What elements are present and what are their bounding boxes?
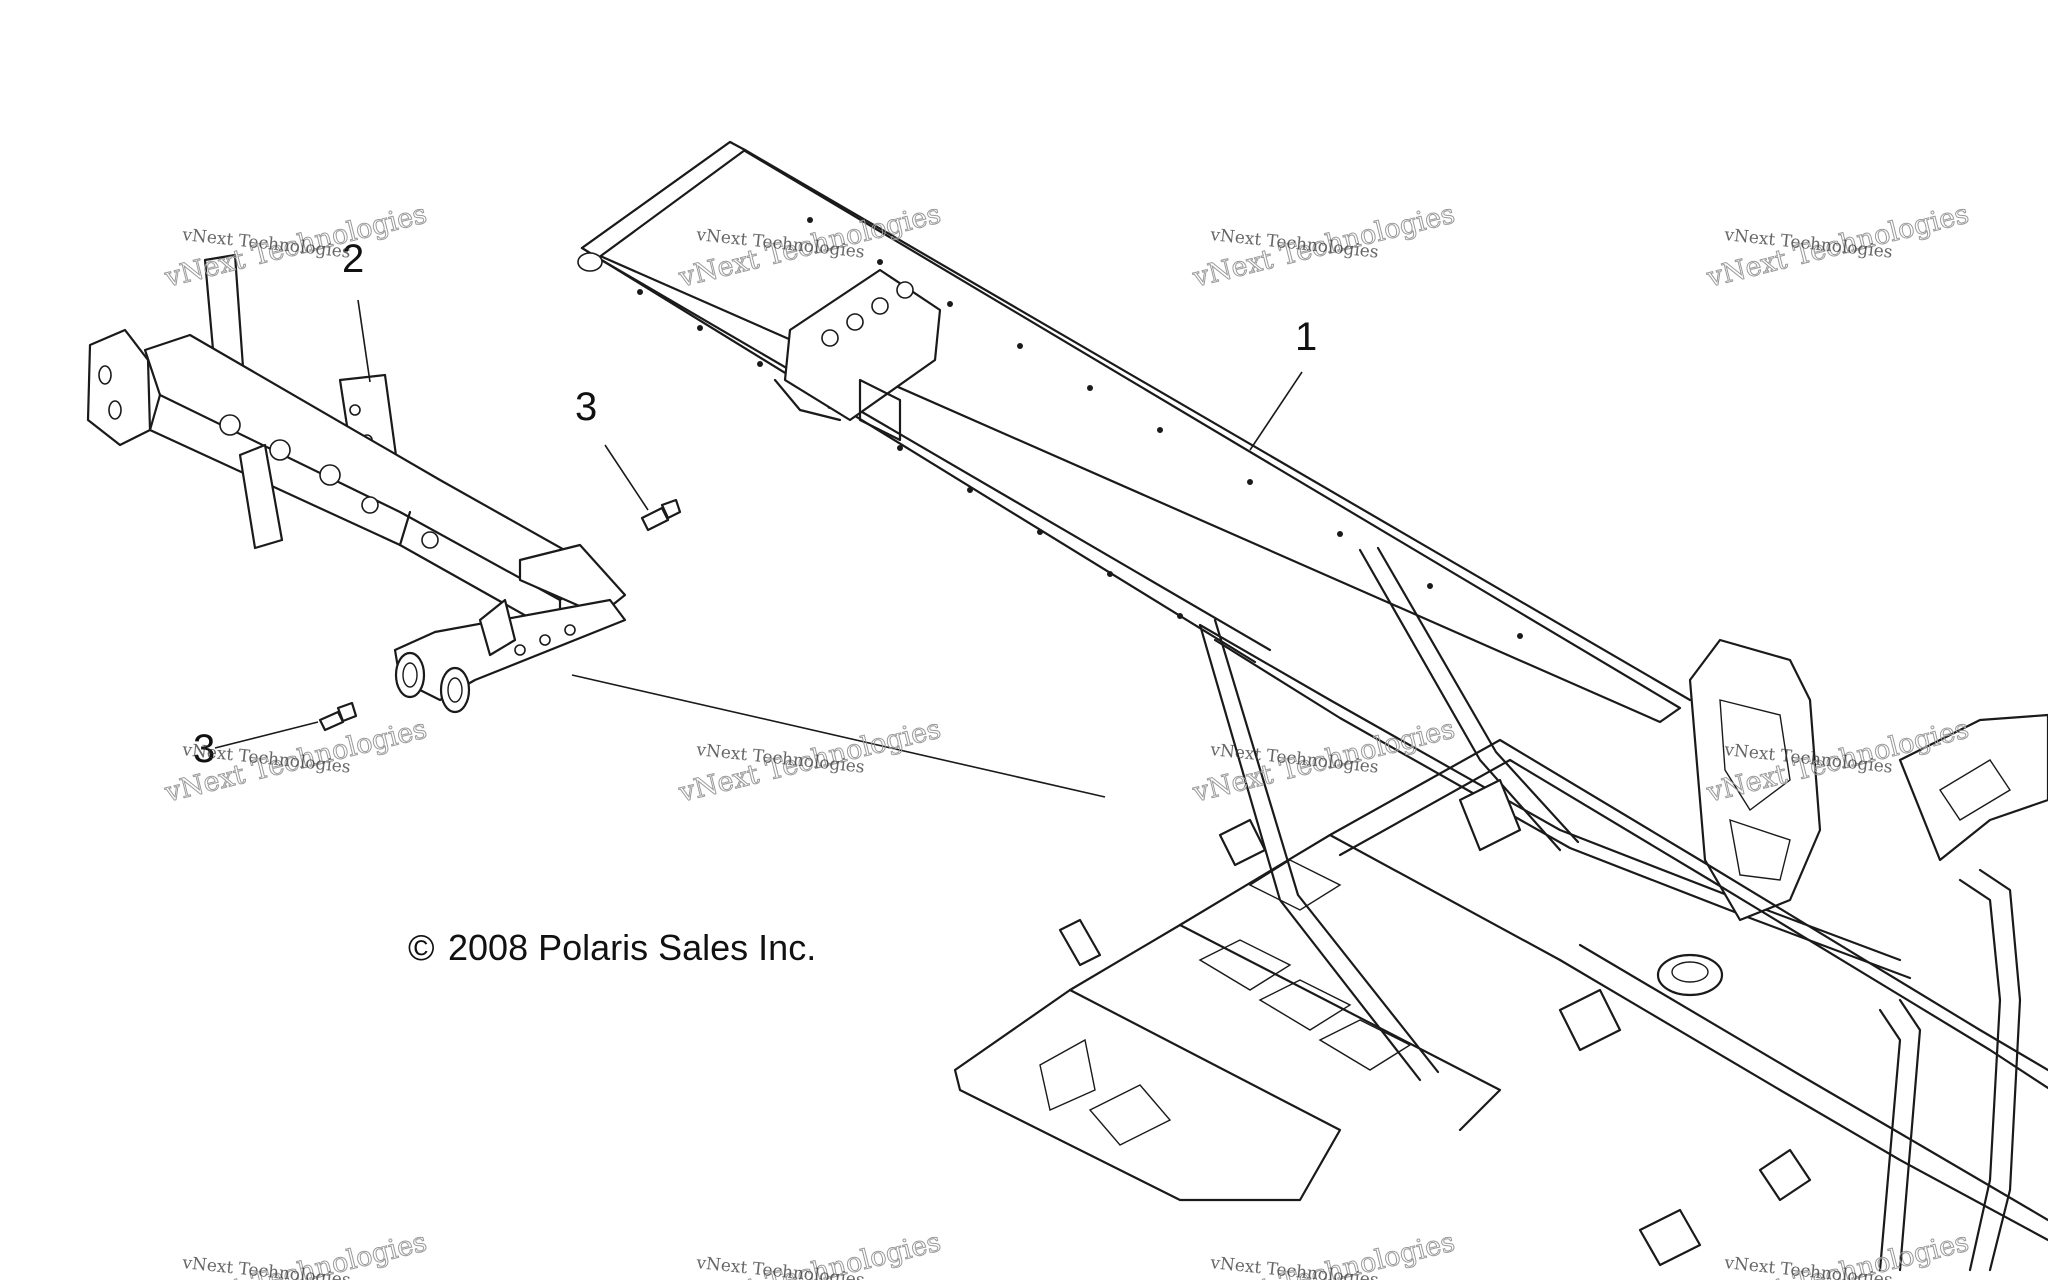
main-frame[interactable]: [577, 140, 2048, 1272]
bolt-lower[interactable]: [318, 701, 358, 732]
front-frame-assembly[interactable]: [86, 253, 627, 714]
copyright-text: 2008 Polaris Sales Inc.: [448, 927, 816, 968]
copyright-notice: © 2008 Polaris Sales Inc.: [408, 927, 816, 968]
callout-3-upper: 3: [575, 385, 597, 429]
callout-1: 1: [1295, 315, 1317, 359]
callout-2: 2: [342, 237, 364, 281]
leader-lines: [214, 299, 1303, 798]
copyright-symbol: ©: [408, 927, 435, 968]
callout-3-lower: 3: [193, 727, 215, 771]
bolt-upper[interactable]: [640, 498, 682, 532]
rail-holes: [637, 217, 1523, 639]
